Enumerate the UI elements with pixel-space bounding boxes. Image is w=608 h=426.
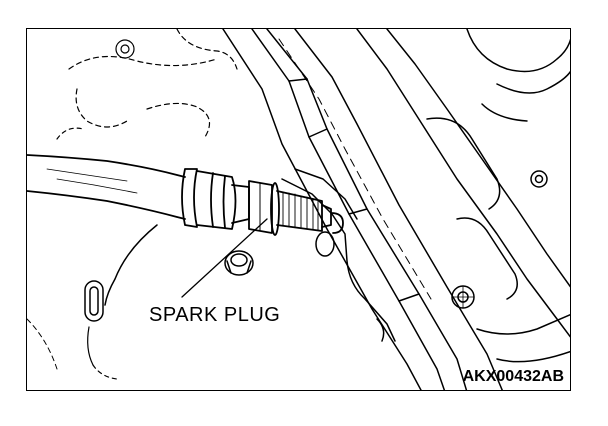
spark-plug xyxy=(231,180,344,236)
engine-illustration xyxy=(27,29,570,390)
bracket-bolt xyxy=(224,250,254,276)
ignition-cable xyxy=(27,154,186,220)
spark-plug-label: SPARK PLUG xyxy=(147,304,283,327)
figure-id: AKX00432AB xyxy=(462,368,564,385)
cable-chain xyxy=(27,224,158,380)
plug-boot xyxy=(181,168,237,230)
callout-leader-line xyxy=(181,218,268,298)
mounting-bracket xyxy=(281,168,396,342)
illustration-frame: SPARK PLUG AKX00432AB xyxy=(26,28,571,391)
rocker-cover xyxy=(356,29,570,363)
background-engine-parts xyxy=(56,29,238,140)
cylinder-head xyxy=(222,29,503,390)
